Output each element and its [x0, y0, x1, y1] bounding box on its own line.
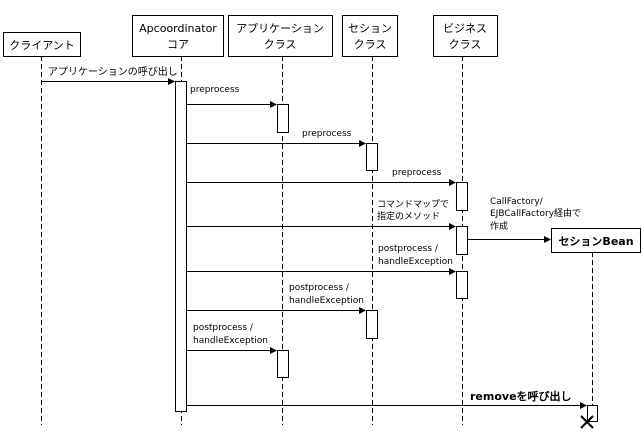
message-label-postprocess-business-2: handleException: [378, 257, 453, 267]
arrowhead: [449, 268, 456, 275]
message-label-create-bean-1: CallFactory/: [490, 197, 544, 207]
activation-business-3: [456, 271, 468, 299]
participant-core-label-1: Apcoordinator: [139, 22, 217, 35]
message-label-call-app: アプリケーションの呼び出し: [48, 65, 178, 78]
participant-client-label: クライアント: [9, 39, 75, 52]
arrowhead: [168, 78, 175, 85]
arrowhead: [449, 179, 456, 186]
participants: [3, 15, 641, 253]
activation-bean: [587, 405, 598, 422]
participant-core-label-2: コア: [167, 38, 189, 51]
message-label-preprocess-business: preprocess: [392, 168, 442, 178]
activation-core: [175, 81, 187, 412]
destroy-x-icon: [580, 415, 594, 429]
message-label-remove: removeを呼び出し: [470, 389, 572, 403]
message-label-postprocess-app-1: postprocess /: [193, 323, 254, 333]
activations: [175, 81, 598, 422]
message-label-preprocess-session: preprocess: [302, 129, 352, 139]
participant-app-label-2: クラス: [264, 38, 297, 51]
participant-business-box[interactable]: [433, 15, 498, 57]
arrowhead: [544, 236, 551, 243]
arrowhead: [270, 347, 277, 354]
message-label-postprocess-business-1: postprocess /: [378, 244, 439, 254]
activation-business-2: [456, 226, 468, 255]
messages: [41, 78, 587, 409]
message-label-command-method-1: コマンドマップで: [377, 199, 449, 210]
message-label-create-bean-3: 作成: [490, 220, 508, 232]
activation-business-1: [456, 182, 468, 211]
lifelines: [41, 56, 593, 425]
arrowhead: [449, 223, 456, 230]
activation-session-1: [366, 143, 378, 171]
message-label-preprocess-app: preprocess: [190, 85, 240, 95]
activation-session-2: [366, 310, 378, 339]
participant-labels: クライアント Apcoordinator コア アプリケーション クラス セショ…: [9, 22, 633, 248]
activation-app-1: [277, 104, 289, 133]
participant-app-box[interactable]: [228, 15, 333, 57]
message-labels: アプリケーションの呼び出し preprocess preprocess prep…: [48, 65, 581, 403]
arrowhead: [580, 402, 587, 409]
message-label-create-bean-2: EJBCallFactory経由で: [490, 207, 581, 219]
participant-business-label-2: クラス: [449, 38, 482, 51]
participant-business-label-1: ビジネス: [443, 22, 487, 35]
activation-app-2: [277, 350, 289, 378]
participant-client-box[interactable]: [3, 32, 81, 57]
participant-bean-label: セションBean: [558, 235, 633, 248]
message-label-postprocess-session-1: postprocess /: [289, 283, 350, 293]
message-label-command-method-2: 指定のメソッド: [377, 210, 440, 222]
message-label-postprocess-session-2: handleException: [289, 296, 364, 306]
arrowhead: [270, 101, 277, 108]
participant-bean-box[interactable]: [551, 228, 641, 253]
participant-session-label-1: セション: [348, 22, 392, 35]
participant-app-label-1: アプリケーション: [236, 22, 324, 35]
message-label-postprocess-app-2: handleException: [193, 336, 268, 346]
arrowhead: [359, 140, 366, 147]
participant-session-label-2: クラス: [354, 38, 387, 51]
participant-session-box[interactable]: [342, 15, 398, 57]
arrowhead: [359, 307, 366, 314]
participant-core-box[interactable]: [132, 15, 224, 57]
